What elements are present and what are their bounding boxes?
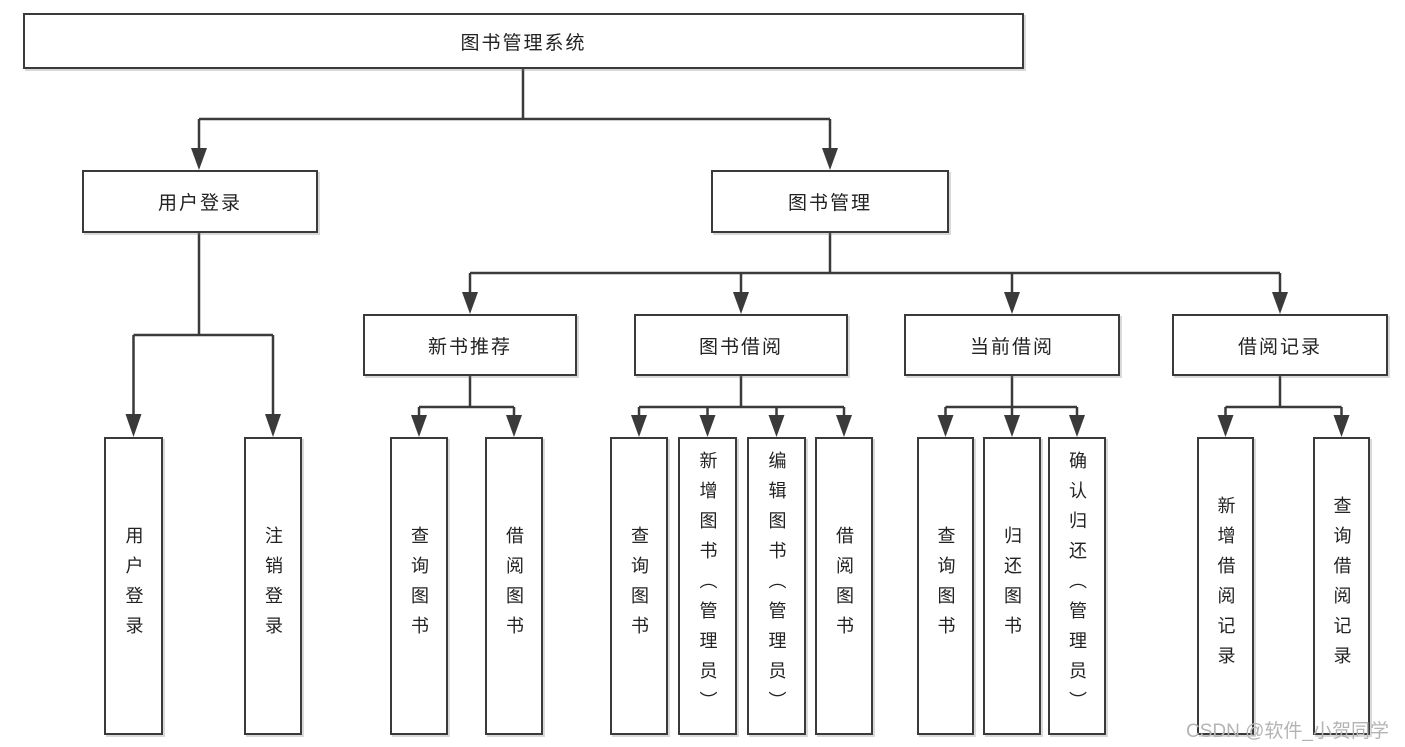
connector-records-to-children: [1217, 376, 1350, 437]
node-user-login: 用户登录: [82, 170, 318, 233]
leaf-borrow-books-recommend-label: 借阅图书: [504, 526, 524, 646]
leaf-borrow-books: 借阅图书: [815, 437, 873, 735]
leaf-user-login: 用户登录: [104, 437, 163, 735]
node-borrow-records: 借阅记录: [1172, 314, 1388, 376]
leaf-confirm-return-admin-label: 确认归还（管理员）: [1067, 451, 1087, 721]
leaf-borrow-books-recommend: 借阅图书: [485, 437, 543, 735]
leaf-return-book-label: 归还图书: [1002, 526, 1022, 646]
connector-login-to-children: [125, 233, 281, 437]
leaf-query-borrow-record-label: 查询借阅记录: [1331, 496, 1352, 676]
leaf-add-book-admin: 新增图书（管理员）: [678, 437, 737, 735]
leaf-add-borrow-record: 新增借阅记录: [1197, 437, 1254, 735]
leaf-query-books-current-label: 查询图书: [935, 526, 956, 646]
connector-root-to-level1: [191, 69, 838, 170]
leaf-logout-label: 注销登录: [263, 526, 283, 646]
connector-mgmt-to-level2: [462, 233, 1288, 314]
watermark-text: CSDN @软件_小贺同学: [1186, 721, 1389, 742]
leaf-logout: 注销登录: [244, 437, 302, 735]
leaf-query-books-recommend-label: 查询图书: [409, 526, 429, 646]
node-current-borrow: 当前借阅: [904, 314, 1120, 376]
leaf-query-books-recommend: 查询图书: [390, 437, 448, 735]
leaf-borrow-books-label: 借阅图书: [834, 526, 854, 646]
leaf-return-book: 归还图书: [983, 437, 1041, 735]
leaf-confirm-return-admin: 确认归还（管理员）: [1048, 437, 1106, 735]
node-book-borrow: 图书借阅: [634, 314, 848, 376]
connector-current-to-children: [937, 376, 1085, 437]
leaf-edit-book-admin-label: 编辑图书（管理员）: [766, 451, 787, 721]
connector-borrow-to-children: [631, 376, 852, 437]
connector-recommend-to-children: [411, 376, 522, 437]
leaf-query-books-borrow: 查询图书: [610, 437, 668, 735]
leaf-add-borrow-record-label: 新增借阅记录: [1215, 496, 1236, 676]
leaf-query-books-current: 查询图书: [917, 437, 974, 735]
leaf-add-book-admin-label: 新增图书（管理员）: [697, 451, 718, 721]
node-root: 图书管理系统: [23, 13, 1024, 69]
node-book-mgmt: 图书管理: [711, 170, 949, 233]
leaf-query-borrow-record: 查询借阅记录: [1313, 437, 1370, 735]
node-new-book-recommend: 新书推荐: [363, 314, 577, 376]
leaf-query-books-borrow-label: 查询图书: [629, 526, 649, 646]
leaf-edit-book-admin: 编辑图书（管理员）: [747, 437, 806, 735]
leaf-user-login-label: 用户登录: [123, 526, 144, 646]
